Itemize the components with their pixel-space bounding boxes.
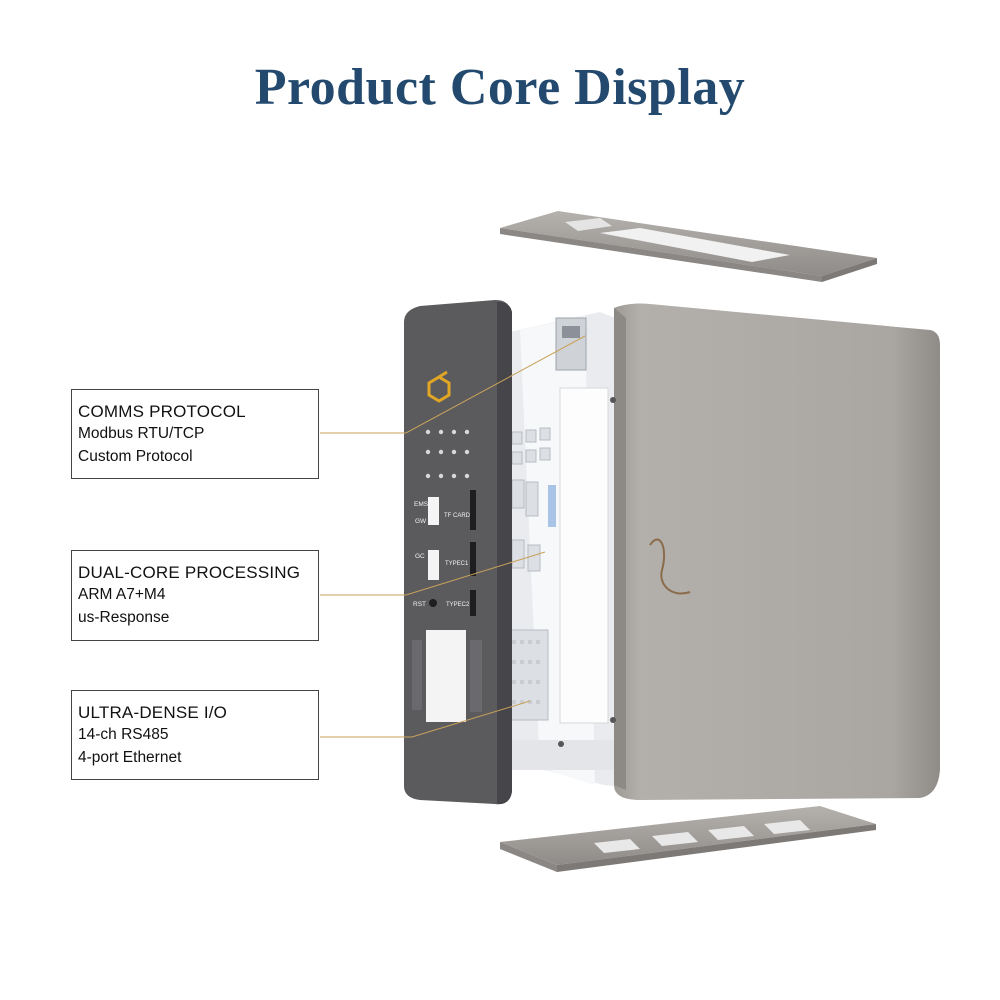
page-title: Product Core Display: [254, 59, 746, 116]
panel-label-tf-card: TF CARD: [444, 513, 471, 519]
aluminum-housing: [558, 303, 940, 800]
callout-line: Custom Protocol: [78, 448, 193, 465]
panel-ports: [412, 490, 482, 722]
callout-heading: DUAL-CORE PROCESSING: [78, 563, 301, 582]
callout-heading: COMMS PROTOCOL: [78, 402, 246, 421]
panel-label-rst: RST: [413, 601, 426, 608]
panel-label-gc: GC: [415, 553, 425, 560]
panel-label-typec2: TYPEC2: [446, 602, 470, 608]
callout-line: 4-port Ethernet: [78, 749, 182, 766]
led-indicator-grid: [425, 429, 470, 479]
callout-leader-lines: [320, 335, 586, 738]
panel-label-ems: EMS: [414, 501, 429, 508]
internal-board-assembly: [496, 312, 628, 788]
panel-label-gw: GW: [415, 518, 427, 525]
callout-ultra-dense-io: ULTRA-DENSE I/O 14-ch RS485 4-port Ether…: [71, 690, 319, 780]
callout-comms-protocol: COMMS PROTOCOL Modbus RTU/TCP Custom Pro…: [71, 389, 319, 479]
hexagon-logo-icon: [427, 370, 451, 403]
top-cover-plate: [500, 211, 877, 282]
bottom-cover-plate: [500, 806, 876, 872]
panel-label-typec1: TYPEC1: [445, 561, 469, 567]
callout-line: 14-ch RS485: [78, 726, 169, 743]
callout-line: Modbus RTU/TCP: [78, 425, 205, 442]
callout-heading: ULTRA-DENSE I/O: [78, 703, 228, 722]
callout-line: ARM A7+M4: [78, 586, 166, 603]
callout-dual-core-processing: DUAL-CORE PROCESSING ARM A7+M4 us-Respon…: [71, 550, 319, 641]
callout-line: us-Response: [78, 609, 170, 626]
